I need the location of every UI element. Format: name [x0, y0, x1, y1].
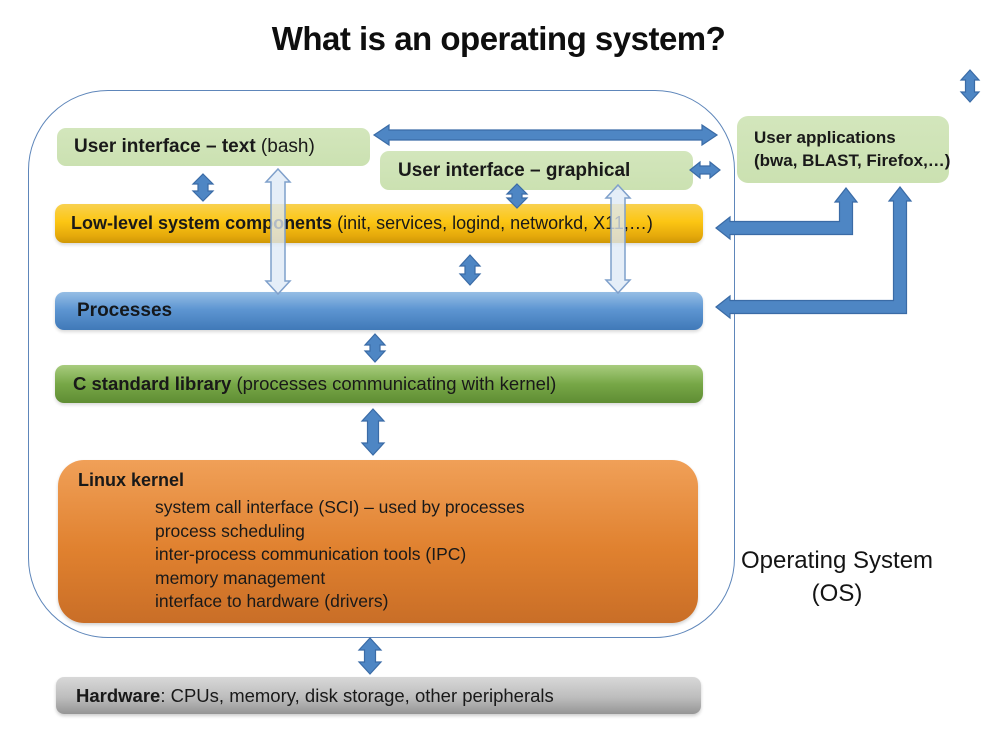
operating-system-label: Operating System (OS) [727, 544, 947, 610]
os-label-line2: (OS) [811, 580, 863, 607]
user-apps-line1: User applications [754, 128, 896, 147]
box-processes: Processes [55, 292, 703, 330]
arrow-processes-userapps-elbow-icon [715, 186, 913, 320]
box-ui-text-label: User interface – text (bash) [74, 136, 315, 157]
box-user-applications: User applications (bwa, BLAST, Firefox,…… [737, 116, 951, 183]
os-label-line1: Operating System [740, 547, 934, 574]
box-ui-graphical: User interface – graphical [380, 151, 693, 190]
box-ui-graphical-label: User interface – graphical [398, 159, 631, 181]
arrow-os-hardware-icon [357, 637, 383, 675]
kernel-item-drivers: interface to hardware (drivers) [155, 591, 389, 611]
box-c-library-label: C standard library (processes communicat… [73, 373, 557, 394]
linux-kernel-title: Linux kernel [78, 470, 185, 490]
box-linux-kernel: Linux kernel system call interface (SCI)… [58, 460, 698, 623]
page-title: What is an operating system? [271, 20, 726, 57]
box-processes-label: Processes [77, 300, 173, 321]
kernel-item-memory: memory management [155, 567, 326, 588]
box-low-level-label: Low-level system components (init, servi… [71, 213, 653, 233]
box-hardware-label: Hardware: CPUs, memory, disk storage, ot… [76, 684, 554, 706]
arrow-userapps-up-icon [959, 69, 981, 103]
kernel-item-scheduling: process scheduling [155, 520, 305, 541]
kernel-item-ipc: inter-process communication tools (IPC) [155, 544, 467, 564]
box-ui-text: User interface – text (bash) [57, 128, 370, 166]
box-hardware: Hardware: CPUs, memory, disk storage, ot… [56, 677, 701, 714]
box-low-level-components: Low-level system components (init, servi… [55, 204, 703, 243]
user-apps-line2: (bwa, BLAST, Firefox,…) [754, 151, 951, 170]
box-c-standard-library: C standard library (processes communicat… [55, 365, 703, 403]
arrow-lowlevel-userapps-elbow-icon [715, 187, 859, 241]
kernel-item-sci: system call interface (SCI) – used by pr… [155, 497, 525, 517]
